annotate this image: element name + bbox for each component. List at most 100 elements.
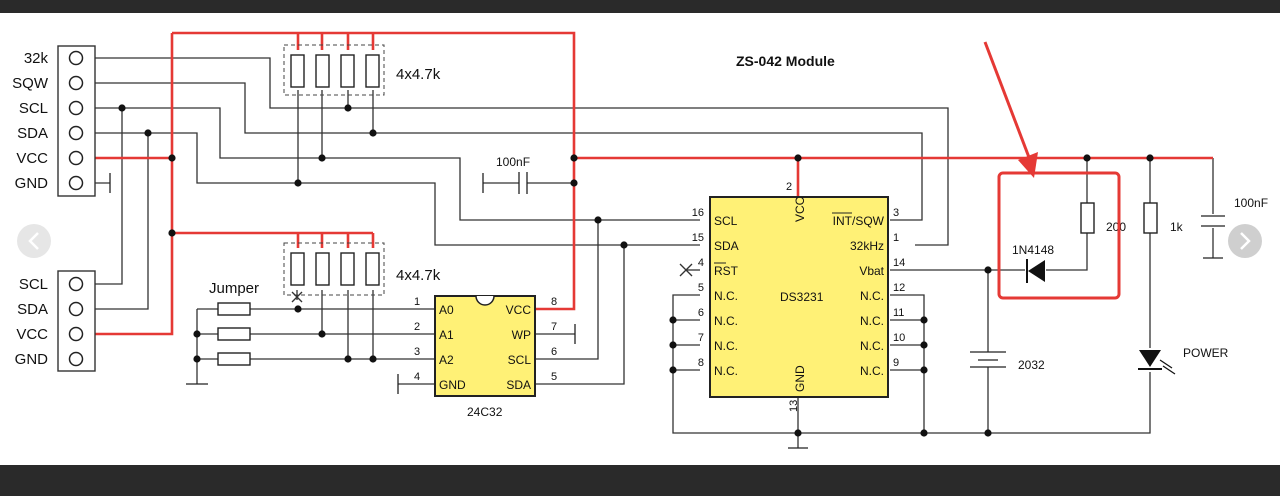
capacitor-left: 100nF bbox=[482, 155, 530, 194]
battery-label: 2032 bbox=[1018, 358, 1045, 372]
rtc-pin-name: N.C. bbox=[714, 314, 738, 328]
rtc-pin-num: 16 bbox=[692, 207, 704, 219]
eeprom-pin-num: 3 bbox=[414, 346, 420, 358]
diode: 1N4148 bbox=[1012, 243, 1054, 283]
highlight-annotation bbox=[983, 41, 1121, 300]
jumper-label: Jumper bbox=[209, 280, 259, 297]
next-button[interactable] bbox=[1228, 224, 1262, 258]
junction-dot bbox=[984, 429, 992, 437]
resistor-array-top-label: 4x4.7k bbox=[396, 66, 441, 83]
eeprom-pin-num: 7 bbox=[551, 321, 557, 333]
rtc-pin-name: INT/SQW bbox=[833, 214, 885, 228]
junction-dot bbox=[168, 154, 176, 162]
junction-dot bbox=[669, 341, 677, 349]
resistor-array-bottom-label: 4x4.7k bbox=[396, 267, 441, 284]
battery: 2032 bbox=[970, 351, 1045, 372]
rtc-pin-num: 3 bbox=[893, 207, 899, 219]
connector-top-pin-vcc bbox=[68, 150, 84, 166]
rtc-pin-gnd: GND bbox=[793, 365, 807, 392]
connector-bottom: SCL SDA VCC GND bbox=[15, 270, 96, 372]
eeprom-pin-name: SCL bbox=[508, 353, 532, 367]
diagram-title: ZS-042 Module bbox=[736, 53, 835, 69]
junction-dot bbox=[318, 330, 326, 338]
rtc-pin-name: N.C. bbox=[860, 339, 884, 353]
eeprom-pin-num: 6 bbox=[551, 346, 557, 358]
resistor-200: 200 bbox=[1080, 202, 1126, 234]
junction-dot bbox=[318, 154, 326, 162]
connector-top-label: SDA bbox=[17, 125, 48, 142]
rtc-pin-name: RST bbox=[714, 264, 739, 278]
rtc-pin-vcc: VCC bbox=[793, 196, 807, 222]
connector-bottom-pin-gnd bbox=[68, 351, 84, 367]
junction-dot bbox=[570, 154, 578, 162]
junction-dot bbox=[1083, 154, 1091, 162]
rtc-chip: DS3231 VCC 2 GND 13 16SCL15SDA4RST5N.C.6… bbox=[692, 181, 906, 412]
led-label: POWER bbox=[1183, 346, 1229, 360]
junction-dot bbox=[620, 241, 628, 249]
junction-dots bbox=[118, 104, 1154, 437]
rtc-pin-name: SCL bbox=[714, 214, 738, 228]
resistor-array-top: 4x4.7k bbox=[283, 44, 441, 96]
connector-top-pin-sqw bbox=[68, 75, 84, 91]
connector-bottom-label: SCL bbox=[19, 276, 48, 293]
rtc-pin-name: N.C. bbox=[714, 364, 738, 378]
eeprom-pin-num: 1 bbox=[414, 296, 420, 308]
rtc-pin-num: 7 bbox=[698, 332, 704, 344]
junction-dot bbox=[984, 266, 992, 274]
diode-label: 1N4148 bbox=[1012, 243, 1054, 257]
chevron-left-icon bbox=[28, 232, 39, 250]
junction-dot bbox=[369, 129, 377, 137]
rtc-pin-num: 15 bbox=[692, 232, 704, 244]
prev-button[interactable] bbox=[17, 224, 51, 258]
junction-dot bbox=[344, 355, 352, 363]
rtc-pin-name: SDA bbox=[714, 239, 739, 253]
junction-dot bbox=[920, 429, 928, 437]
junction-dot bbox=[920, 316, 928, 324]
rtc-pin-num: 4 bbox=[698, 257, 704, 269]
junction-dot bbox=[594, 216, 602, 224]
junction-dot bbox=[294, 179, 302, 187]
junction-dot bbox=[294, 305, 302, 313]
eeprom-pin-name: A1 bbox=[439, 328, 454, 342]
led: POWER bbox=[1138, 346, 1229, 375]
junction-dot bbox=[1146, 154, 1154, 162]
ground-symbols bbox=[109, 173, 1223, 449]
chevron-right-icon bbox=[1240, 232, 1251, 250]
power-wires bbox=[82, 31, 1213, 336]
eeprom-pin-name: A2 bbox=[439, 353, 454, 367]
connector-top-pin-gnd bbox=[68, 175, 84, 191]
eeprom-pin-num: 4 bbox=[414, 371, 420, 383]
junction-dot bbox=[669, 366, 677, 374]
rtc-pin-num: 10 bbox=[893, 332, 905, 344]
connector-bottom-label: VCC bbox=[16, 326, 48, 343]
connector-top-label: GND bbox=[15, 175, 49, 192]
schematic-canvas bbox=[0, 13, 1280, 465]
rtc-pin-vcc-num: 2 bbox=[786, 181, 792, 193]
rtc-pin-name: 32kHz bbox=[850, 239, 884, 253]
junction-dot bbox=[344, 104, 352, 112]
connector-bottom-pin-scl bbox=[68, 276, 84, 292]
resistor-1k: 1k bbox=[1143, 202, 1184, 234]
eeprom-pin-num: 2 bbox=[414, 321, 420, 333]
rtc-pin-num: 9 bbox=[893, 357, 899, 369]
junction-dot bbox=[193, 355, 201, 363]
rtc-pin-num: 1 bbox=[893, 232, 899, 244]
junction-dot bbox=[369, 355, 377, 363]
connector-top-label: VCC bbox=[16, 150, 48, 167]
connector-bottom-label: SDA bbox=[17, 301, 48, 318]
junction-dot bbox=[669, 316, 677, 324]
connector-bottom-pin-vcc bbox=[68, 326, 84, 342]
eeprom-pin-name: WP bbox=[512, 328, 531, 342]
rtc-pin-num: 14 bbox=[893, 257, 905, 269]
connector-bottom-label: GND bbox=[15, 351, 49, 368]
junction-dot bbox=[920, 366, 928, 374]
junction-dot bbox=[118, 104, 126, 112]
resistor-array-bottom: 4x4.7k bbox=[283, 242, 441, 303]
jumpers: Jumper bbox=[186, 280, 259, 385]
rtc-pin-name: N.C. bbox=[714, 289, 738, 303]
connector-top-pin-sda bbox=[68, 125, 84, 141]
eeprom-pin-name: A0 bbox=[439, 303, 454, 317]
